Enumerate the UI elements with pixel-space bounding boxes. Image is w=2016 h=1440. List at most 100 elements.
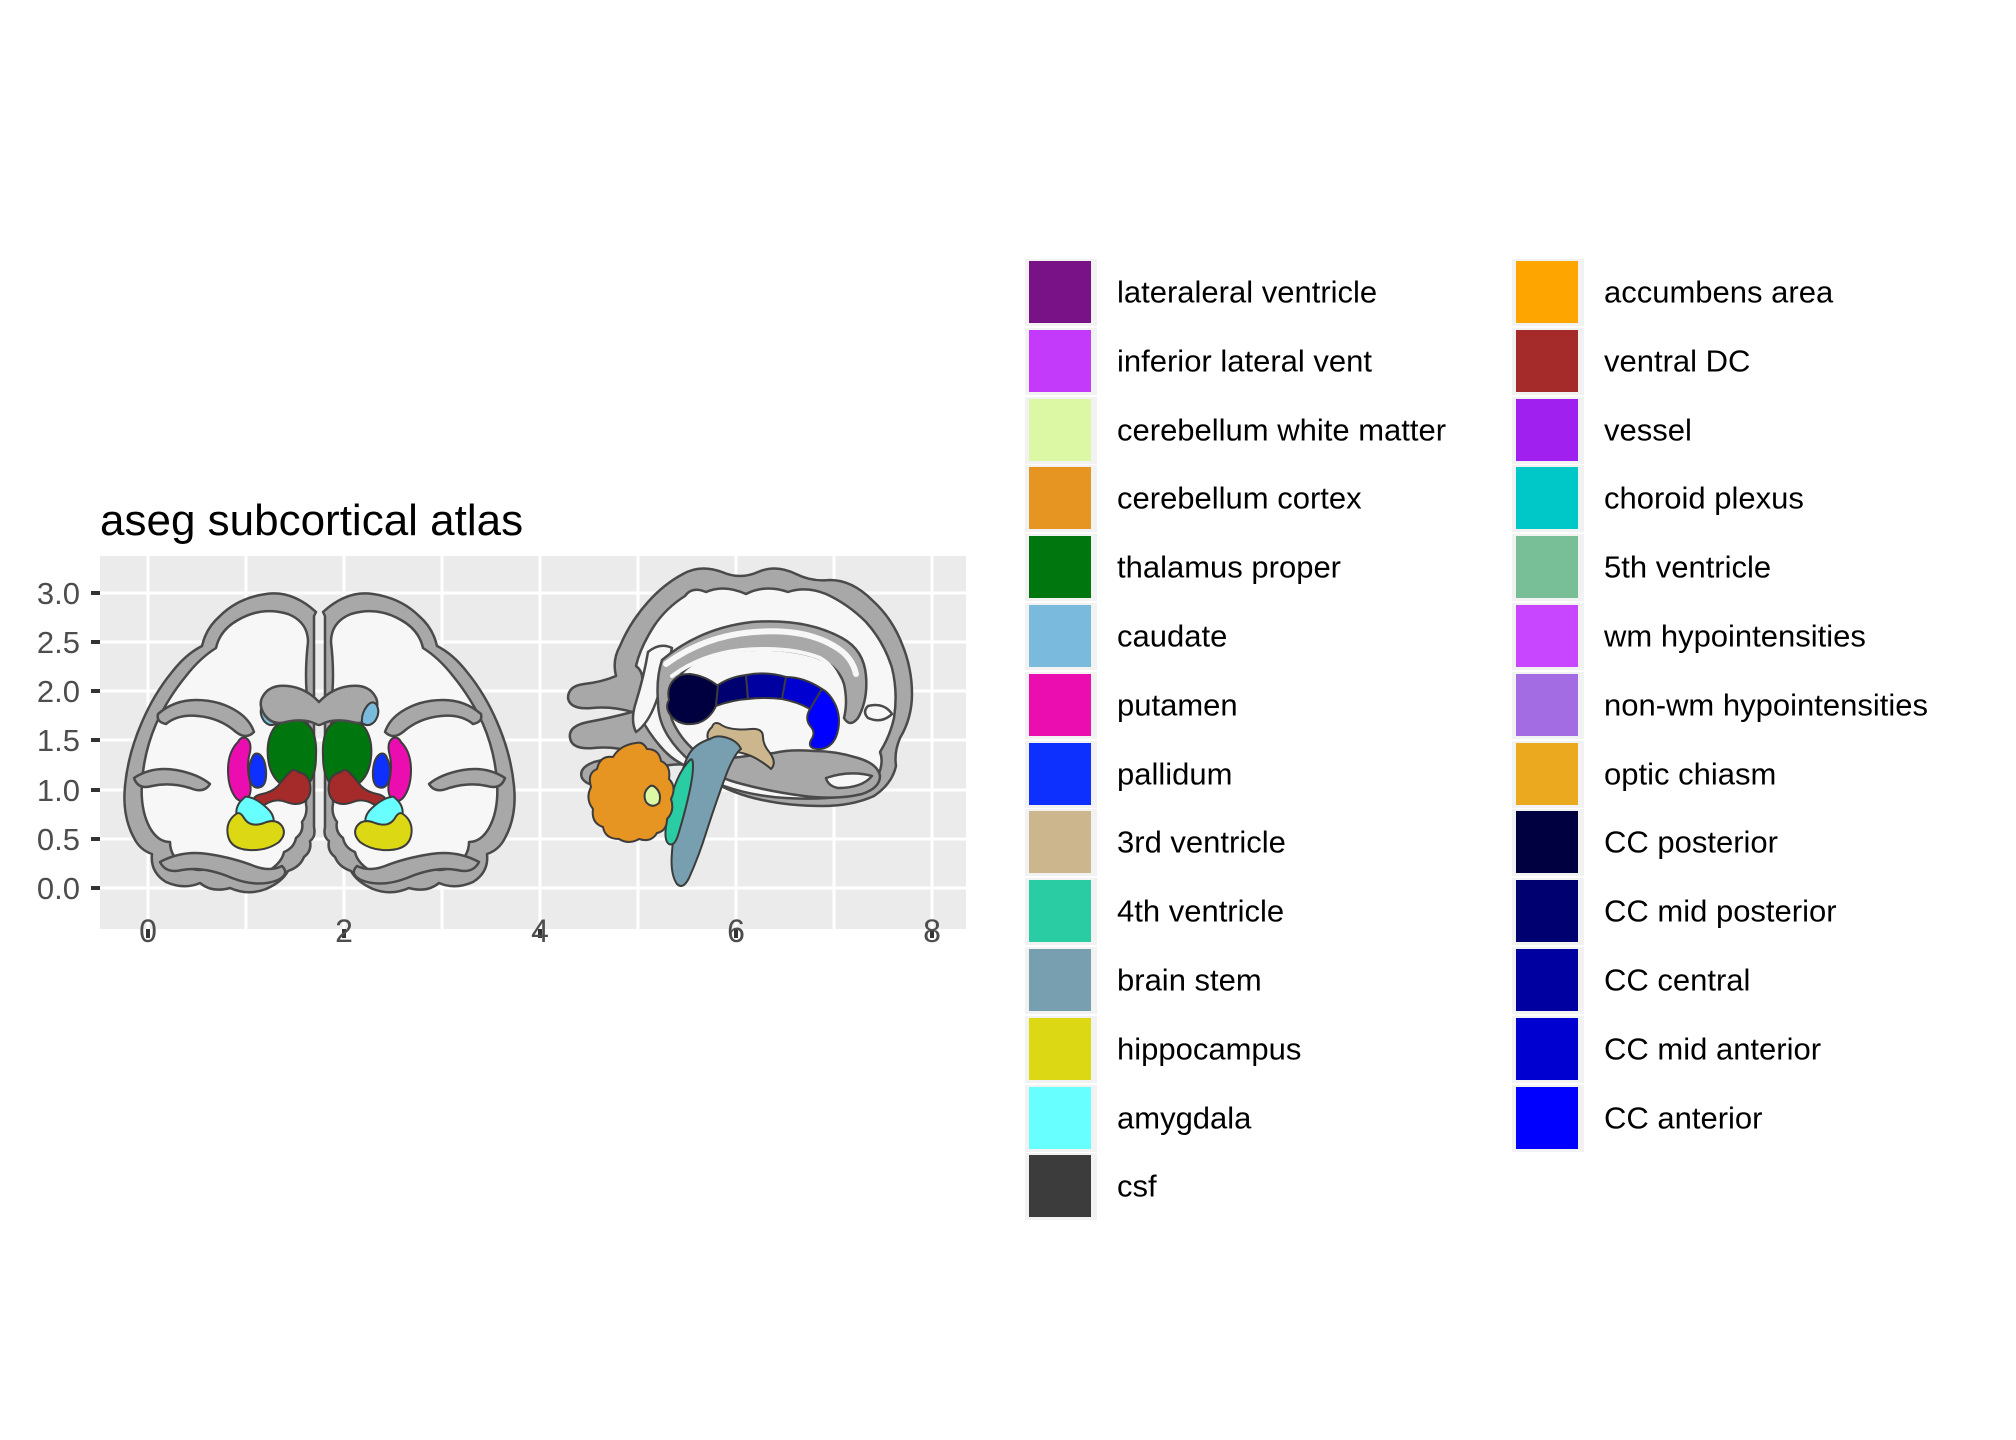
lateral-ventricle-wings	[259, 684, 379, 727]
legend-item-label: caudate	[1117, 617, 1228, 653]
legend-key-background	[1025, 465, 1097, 532]
temporal-sulcus	[824, 772, 874, 790]
legend-item: CC central	[1512, 947, 2016, 1014]
legend-color-swatch	[1029, 605, 1091, 667]
legend-key-background	[1025, 1085, 1097, 1152]
legend-key-background	[1512, 603, 1584, 670]
legend-item: pallidum	[1025, 741, 1585, 808]
legend-color-swatch	[1029, 399, 1091, 461]
legend-color-swatch	[1516, 399, 1578, 461]
y-axis-label: 0.5	[36, 822, 80, 857]
legend-key-background	[1025, 878, 1097, 945]
legend-color-swatch	[1029, 330, 1091, 392]
legend-item-label: accumbens area	[1604, 273, 1834, 309]
x-axis-label: 4	[531, 913, 549, 949]
legend-item: brain stem	[1025, 947, 1585, 1014]
legend-item-label: non-wm hypointensities	[1604, 686, 1928, 722]
legend-key-background	[1512, 397, 1584, 464]
legend-key-background	[1025, 1016, 1097, 1083]
legend-color-swatch	[1516, 811, 1578, 873]
legend-color-swatch	[1516, 261, 1578, 323]
atlas-drawing	[100, 556, 966, 929]
coronal-slice	[123, 592, 516, 894]
legend-item: cerebellum cortex	[1025, 465, 1585, 532]
y-axis-label: 2.0	[36, 674, 80, 709]
legend-key-background	[1025, 1153, 1097, 1220]
legend-item: 5th ventricle	[1512, 534, 2016, 601]
legend-item: vessel	[1512, 397, 2016, 464]
legend-item-label: thalamus proper	[1117, 548, 1342, 584]
legend-color-swatch	[1029, 674, 1091, 736]
y-axis-tick	[91, 886, 100, 890]
x-axis-label: 8	[923, 913, 941, 949]
legend-item: lateraleral ventricle	[1025, 259, 1585, 326]
legend-item-label: 4th ventricle	[1117, 892, 1285, 928]
legend-item-label: putamen	[1117, 686, 1238, 722]
legend-item-label: 3rd ventricle	[1117, 823, 1286, 859]
legend-key-background	[1025, 603, 1097, 670]
legend-color-swatch	[1516, 1087, 1578, 1149]
legend-color-swatch	[1029, 1155, 1091, 1217]
y-axis-label: 2.5	[36, 625, 80, 660]
legend-item: optic chiasm	[1512, 741, 2016, 808]
legend-color-swatch	[1516, 536, 1578, 598]
legend-key-background	[1512, 809, 1584, 876]
legend-key-background	[1025, 259, 1097, 326]
x-axis-tick	[538, 929, 542, 938]
x-axis-label: 0	[139, 913, 157, 949]
legend-item-label: lateraleral ventricle	[1117, 273, 1378, 309]
legend-item: non-wm hypointensities	[1512, 672, 2016, 739]
legend-key-background	[1025, 947, 1097, 1014]
legend-item: thalamus proper	[1025, 534, 1585, 601]
legend-item: CC posterior	[1512, 809, 2016, 876]
legend-item: accumbens area	[1512, 259, 2016, 326]
legend-color-swatch	[1516, 330, 1578, 392]
legend-item: 3rd ventricle	[1025, 809, 1585, 876]
frontal-sulcus	[863, 703, 894, 722]
legend-key-background	[1512, 1016, 1584, 1083]
caudate-shape	[360, 701, 380, 727]
y-axis-label: 3.0	[36, 576, 80, 611]
legend-item: amygdala	[1025, 1085, 1585, 1152]
x-axis-label: 6	[727, 913, 745, 949]
legend-key-background	[1512, 534, 1584, 601]
legend-color-swatch	[1029, 536, 1091, 598]
legend-color-swatch	[1029, 467, 1091, 529]
legend-key-background	[1025, 397, 1097, 464]
cingulate-sulcus	[663, 628, 859, 677]
legend-item: cerebellum white matter	[1025, 397, 1585, 464]
legend-item: csf	[1025, 1153, 1585, 1220]
legend-item-label: csf	[1117, 1167, 1157, 1203]
y-axis-tick	[91, 788, 100, 792]
legend-key-background	[1512, 328, 1584, 395]
legend-item-label: amygdala	[1117, 1099, 1252, 1135]
x-axis-tick	[930, 929, 934, 938]
legend-key-background	[1512, 741, 1584, 808]
legend-key-background	[1512, 878, 1584, 945]
legend-color-swatch	[1029, 811, 1091, 873]
legend-item-label: CC mid anterior	[1604, 1030, 1822, 1066]
legend-color-swatch	[1029, 949, 1091, 1011]
legend-item-label: cerebellum white matter	[1117, 411, 1447, 447]
legend-item-label: CC anterior	[1604, 1099, 1763, 1135]
legend-color-swatch	[1516, 1018, 1578, 1080]
x-axis-tick	[146, 929, 150, 938]
x-axis-tick	[342, 929, 346, 938]
plot-title: aseg subcortical atlas	[100, 496, 524, 545]
legend-color-swatch	[1516, 949, 1578, 1011]
legend-color-swatch	[1516, 880, 1578, 942]
legend-key-background	[1512, 947, 1584, 1014]
cerebellum-white-matter-shape	[643, 784, 661, 807]
cc-anterior-shape	[806, 688, 840, 751]
legend-item-label: choroid plexus	[1604, 479, 1804, 515]
legend-color-swatch	[1029, 743, 1091, 805]
y-axis-tick	[91, 738, 100, 742]
legend-item-label: cerebellum cortex	[1117, 479, 1362, 515]
callosal-sulcus	[670, 647, 844, 696]
legend-key-background	[1025, 741, 1097, 808]
legend-item: inferior lateral vent	[1025, 328, 1585, 395]
legend-color-swatch	[1516, 467, 1578, 529]
legend-item: hippocampus	[1025, 1016, 1585, 1083]
legend-key-background	[1512, 259, 1584, 326]
